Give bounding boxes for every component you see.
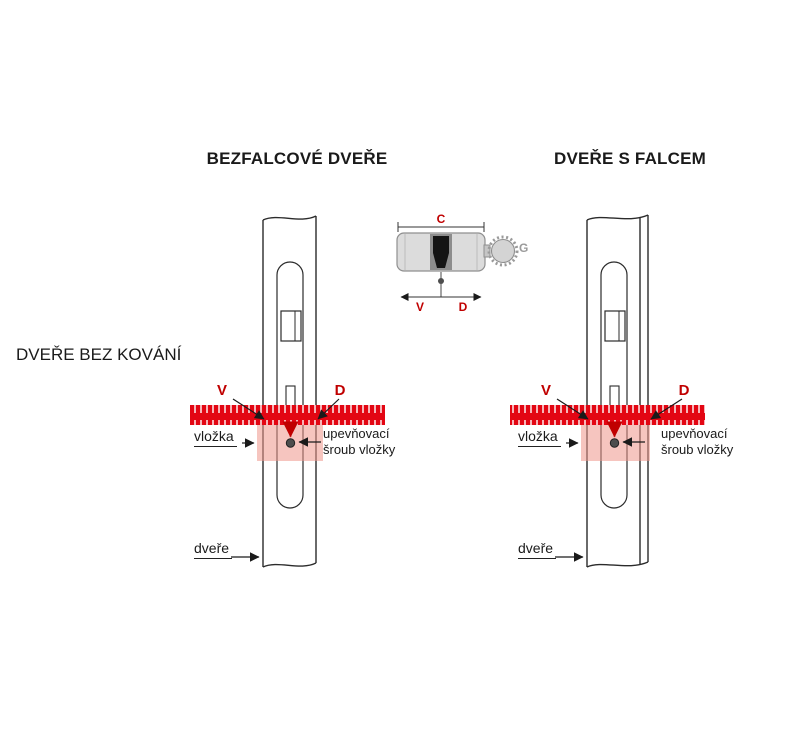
left-dvere-label: dveře bbox=[194, 540, 233, 559]
right-d-arrow bbox=[650, 398, 683, 420]
left-screw-label-line1: upevňovací bbox=[323, 426, 390, 441]
right-screw-label-line1: upevňovací bbox=[661, 426, 728, 441]
left-door-profile bbox=[262, 215, 317, 568]
right-screw-label: upevňovací šroub vložky bbox=[661, 426, 733, 458]
right-latch-opening bbox=[604, 310, 626, 342]
right-v-label: V bbox=[540, 382, 552, 399]
right-dvere-label: dveře bbox=[518, 540, 557, 559]
left-v-label: V bbox=[216, 382, 228, 399]
right-screw-dot bbox=[609, 438, 620, 448]
center-screw-dot bbox=[438, 278, 444, 284]
cylinder-illustration bbox=[396, 222, 519, 301]
cylinder-cam bbox=[433, 236, 449, 268]
right-leader-lines bbox=[555, 398, 683, 562]
cylinder-d-label: D bbox=[458, 300, 468, 314]
left-faceplate-slot bbox=[276, 261, 304, 509]
left-door-bottom-break bbox=[262, 562, 317, 568]
cylinder-c-label: C bbox=[436, 212, 446, 226]
heading-dvere-s-falcem: DVEŘE S FALCEM bbox=[553, 149, 707, 168]
right-ruler bbox=[510, 405, 705, 425]
side-note-dvere-bez-kovani: DVEŘE BEZ KOVÁNÍ bbox=[16, 345, 182, 364]
right-d-label: D bbox=[678, 382, 690, 399]
right-door-bottom-break bbox=[586, 561, 649, 568]
right-screw-label-line2: šroub vložky bbox=[661, 442, 734, 457]
right-door-top-break bbox=[586, 214, 649, 221]
left-screw-label-line2: šroub vložky bbox=[323, 442, 396, 457]
left-latch-opening bbox=[280, 310, 302, 342]
left-door-top-break bbox=[262, 215, 317, 221]
cylinder-g-label: G bbox=[519, 241, 529, 255]
heading-bezfalcove-dvere: BEZFALCOVÉ DVEŘE bbox=[206, 149, 388, 168]
left-d-label: D bbox=[334, 382, 346, 399]
left-ruler bbox=[190, 405, 385, 425]
thumbturn-knob-knurl bbox=[487, 235, 519, 267]
thumbturn-knob bbox=[490, 238, 516, 264]
left-screw-dot bbox=[285, 438, 296, 448]
left-leader-lines bbox=[231, 398, 340, 562]
right-door-profile bbox=[586, 214, 649, 568]
right-v-arrow bbox=[556, 398, 589, 420]
knob-shaft bbox=[483, 244, 491, 258]
left-vlozka-label: vložka bbox=[194, 428, 237, 447]
right-vlozka-label: vložka bbox=[518, 428, 561, 447]
right-faceplate-slot bbox=[600, 261, 628, 509]
left-d-arrow bbox=[317, 398, 340, 420]
left-v-arrow bbox=[232, 398, 265, 420]
left-screw-label: upevňovací šroub vložky bbox=[323, 426, 395, 458]
cylinder-v-label: V bbox=[415, 300, 425, 314]
